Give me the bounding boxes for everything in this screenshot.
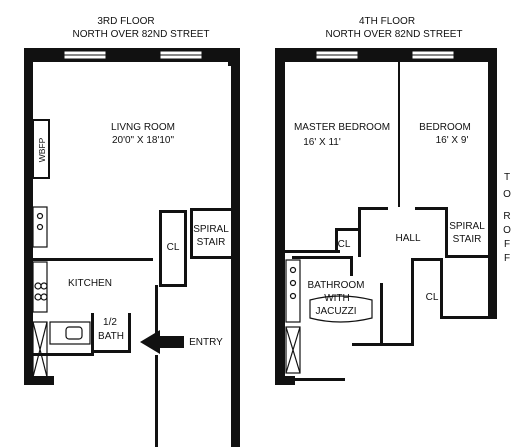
bathroom-label: BATHROOM <box>307 280 364 291</box>
fourth-floor-walls <box>275 48 497 385</box>
living-room-dims: 20'0" X 18'10" <box>112 135 175 146</box>
roof-letter: O <box>503 189 511 200</box>
bathroom-label-2: WITH <box>324 293 350 304</box>
bedroom-label: BEDROOM <box>419 122 471 133</box>
kitchen-appliances <box>32 206 91 378</box>
fireplace: WBFP <box>32 119 50 179</box>
roof-letter: T <box>504 172 510 183</box>
roof-access-label: T O R O F F <box>503 172 511 264</box>
entry-label: ENTRY <box>189 337 223 348</box>
master-bedroom-dims: 16' X 11' <box>303 137 341 148</box>
roof-letter: O <box>503 225 511 236</box>
entry-arrow-icon <box>140 330 184 354</box>
third-floor-plan: 3RD FLOOR NORTH OVER 82ND STREET <box>24 16 240 447</box>
spiral-stair-label: SPIRAL <box>449 221 485 232</box>
roof-letter: R <box>503 211 510 222</box>
master-bedroom-label: MASTER BEDROOM <box>294 122 390 133</box>
spiral-stair-label: SPIRAL <box>193 224 229 235</box>
bathroom-label-3: JACUZZI <box>315 306 356 317</box>
hall-label: HALL <box>395 233 420 244</box>
kitchen-label: KITCHEN <box>68 278 112 289</box>
fourth-floor-windows <box>315 50 455 60</box>
closet-label-2: CL <box>426 292 439 303</box>
third-floor-orientation: NORTH OVER 82ND STREET <box>72 29 209 40</box>
roof-letter: F <box>504 253 510 264</box>
half-bath-label-2: BATH <box>98 331 124 342</box>
spiral-stair-label-2: STAIR <box>197 237 226 248</box>
bedroom-dims: 16' X 9' <box>436 135 469 146</box>
third-floor-windows <box>63 50 203 60</box>
fourth-floor-orientation: NORTH OVER 82ND STREET <box>325 29 462 40</box>
roof-letter: F <box>504 239 510 250</box>
fourth-floor-title: 4TH FLOOR <box>359 16 415 27</box>
living-room-label: LIVNG ROOM <box>111 122 175 133</box>
half-bath-label: 1/2 <box>103 317 117 328</box>
fourth-floor-plan: 4TH FLOOR NORTH OVER 82ND STREET <box>275 16 511 385</box>
closet-label: CL <box>167 242 180 253</box>
bathroom-fixtures <box>285 259 373 374</box>
closet-label-1: CL <box>338 239 351 250</box>
spiral-stair-label-2: STAIR <box>453 234 482 245</box>
third-floor-title: 3RD FLOOR <box>97 16 154 27</box>
fireplace-label: WBFP <box>37 137 47 162</box>
